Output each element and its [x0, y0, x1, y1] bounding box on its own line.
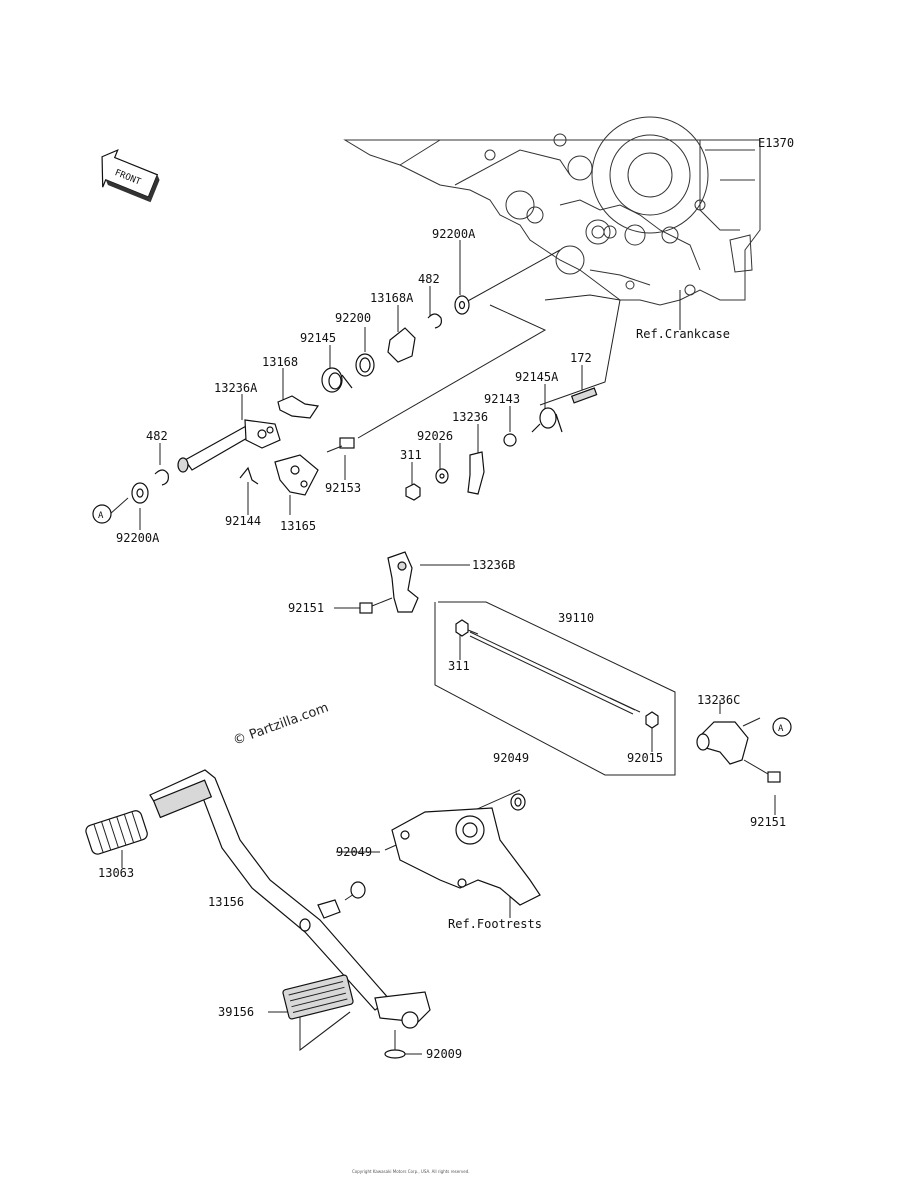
label-92049-low: 92049	[336, 845, 372, 859]
label-172: 172	[570, 351, 592, 365]
label-482-left: 482	[146, 429, 168, 443]
label-311-top: 311	[400, 448, 422, 462]
tie-rod-parts: A	[359, 551, 792, 783]
label-13168: 13168	[262, 355, 298, 369]
label-92145A: 92145A	[515, 370, 559, 384]
label-13063: 13063	[98, 866, 134, 880]
label-482-top: 482	[418, 272, 440, 286]
label-92151-right: 92151	[750, 815, 786, 829]
label-92151-left: 92151	[288, 601, 324, 615]
label-311-mid: 311	[448, 659, 470, 673]
label-13236: 13236	[452, 410, 488, 424]
label-39156: 39156	[218, 1005, 254, 1019]
shift-pedal-parts	[85, 769, 541, 1059]
marker-a-left: A	[98, 511, 104, 521]
leader-lines	[109, 240, 776, 1055]
label-92144: 92144	[225, 514, 261, 528]
label-13165: 13165	[280, 519, 316, 533]
partzilla-watermark: © Partzilla.com	[231, 700, 330, 748]
label-92153: 92153	[325, 481, 361, 495]
marker-a-right: A	[778, 724, 784, 734]
label-92200A-top: 92200A	[432, 227, 476, 241]
label-92015: 92015	[627, 751, 663, 765]
ref-footrests-label: Ref.Footrests	[448, 917, 542, 931]
label-92143: 92143	[484, 392, 520, 406]
label-92200: 92200	[335, 311, 371, 325]
footer-copyright: Copyright Kawasaki Motors Corp., USA. Al…	[352, 1169, 470, 1174]
label-13236A: 13236A	[214, 381, 258, 395]
label-92145: 92145	[300, 331, 336, 345]
diagram-code: E1370	[758, 136, 794, 150]
label-13236B: 13236B	[472, 558, 515, 572]
label-13156: 13156	[208, 895, 244, 909]
label-13168A: 13168A	[370, 291, 414, 305]
part-labels: E1370 Ref.Crankcase 92200A 482 13168A 92…	[98, 136, 794, 1174]
label-92200A-left: 92200A	[116, 531, 160, 545]
shift-shaft-parts: A	[92, 295, 598, 524]
front-direction-arrow: FRONT	[101, 148, 160, 203]
label-39110: 39110	[558, 611, 594, 625]
crankcase-drawing	[343, 116, 761, 306]
ref-crankcase-label: Ref.Crankcase	[636, 327, 730, 341]
label-92009: 92009	[426, 1047, 462, 1061]
label-92049-mid: 92049	[493, 751, 529, 765]
label-92026: 92026	[417, 429, 453, 443]
label-13236C: 13236C	[697, 693, 740, 707]
